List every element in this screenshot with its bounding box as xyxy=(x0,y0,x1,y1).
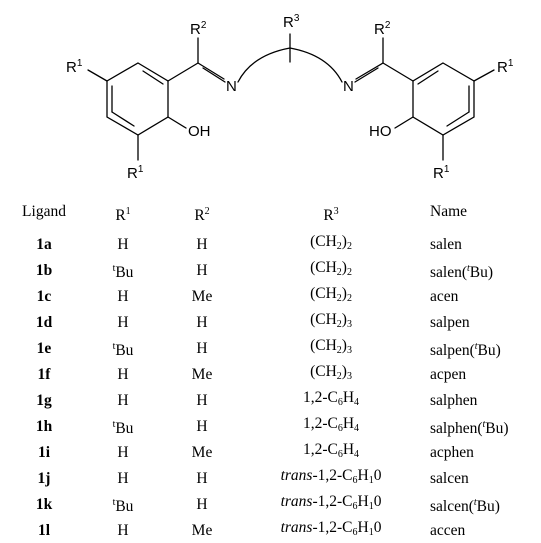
table-row: 1e tBu H (CH2)3 salpen(tBu) xyxy=(0,335,541,361)
r1-value: tBu xyxy=(112,262,134,281)
r1-value: tBu xyxy=(112,340,134,359)
ligand-name: salen(tBu) xyxy=(430,262,494,281)
table-row: 1b tBu H (CH2)2 salen(tBu) xyxy=(0,257,541,283)
label-n-right: N xyxy=(343,78,354,95)
ligand-id: 1j xyxy=(37,469,51,487)
r2-value: H xyxy=(196,391,208,409)
r3-value: trans-1,2-C6H10 xyxy=(280,519,382,538)
table-row: 1i H Me 1,2-C6H4 acphen xyxy=(0,439,541,465)
r1-value: H xyxy=(117,469,129,487)
r3-value: (CH2)3 xyxy=(310,311,352,330)
r1-value: H xyxy=(117,365,129,383)
label-n-left: N xyxy=(226,78,237,95)
r2-value: H xyxy=(196,469,208,487)
r1-value: H xyxy=(117,443,129,461)
r3-value: trans-1,2-C6H10 xyxy=(280,467,382,486)
header-r1: R1 xyxy=(115,206,131,224)
table-row: 1f H Me (CH2)3 acpen xyxy=(0,361,541,387)
r1-value: tBu xyxy=(112,418,134,437)
ligand-name: acen xyxy=(430,287,459,305)
ligand-name: salpen(tBu) xyxy=(430,340,501,359)
r2-value: Me xyxy=(191,521,213,539)
r3-value: 1,2-C6H4 xyxy=(302,441,360,460)
label-r3: R3 xyxy=(283,13,300,31)
header-r3: R3 xyxy=(323,206,339,224)
ligand-name: accen xyxy=(430,521,466,539)
table-row: 1l H Me trans-1,2-C6H10 accen xyxy=(0,517,541,543)
table-row: 1g H H 1,2-C6H4 salphen xyxy=(0,387,541,413)
ligand-name: salen xyxy=(430,235,462,253)
r3-value: trans-1,2-C6H10 xyxy=(280,493,382,512)
r1-value: H xyxy=(117,521,129,539)
label-r1-right-bottom: R1 xyxy=(433,164,450,182)
ligand-id: 1i xyxy=(37,443,51,461)
label-ho-right: HO xyxy=(369,123,392,140)
table-row: 1h tBu H 1,2-C6H4 salphen(tBu) xyxy=(0,413,541,439)
table-row: 1c H Me (CH2)2 acen xyxy=(0,283,541,309)
r2-value: Me xyxy=(191,365,213,383)
ligand-name: salcen xyxy=(430,469,469,487)
r1-value: H xyxy=(117,313,129,331)
r2-value: H xyxy=(196,495,208,513)
r2-value: H xyxy=(196,339,208,357)
r2-value: Me xyxy=(191,443,213,461)
r3-value: (CH2)3 xyxy=(310,337,352,356)
ligand-id: 1a xyxy=(36,235,52,253)
label-r1-left-bottom: R1 xyxy=(127,164,144,182)
ligand-name: acphen xyxy=(430,443,474,461)
ligand-id: 1h xyxy=(35,417,53,435)
r2-value: H xyxy=(196,261,208,279)
ligand-name: salphen xyxy=(430,391,478,409)
right-phenol-ring xyxy=(412,62,475,136)
ligand-id: 1e xyxy=(36,339,52,357)
ligand-id: 1d xyxy=(35,313,53,331)
ligand-id: 1g xyxy=(36,391,52,409)
r3-value: (CH2)3 xyxy=(310,363,352,382)
header-ligand: Ligand xyxy=(22,203,66,220)
label-r1-right-top: R1 xyxy=(497,58,514,76)
salen-structure-diagram: R1 R1 R2 R3 R2 R1 R1 N N OH HO xyxy=(66,13,514,182)
label-r2-right: R2 xyxy=(374,20,391,38)
left-phenol-ring xyxy=(106,62,169,136)
r2-value: H xyxy=(196,417,208,435)
ligand-id: 1c xyxy=(36,287,52,305)
r1-value: H xyxy=(117,287,129,305)
r3-value: (CH2)2 xyxy=(310,259,352,278)
label-r1-left-top: R1 xyxy=(66,58,83,76)
ligand-name: salpen xyxy=(430,313,470,331)
ligand-id: 1f xyxy=(37,365,51,383)
table-header-row: Ligand R1 R2 R3 Name xyxy=(0,201,541,231)
r3-value: (CH2)2 xyxy=(310,233,352,252)
r3-value: 1,2-C6H4 xyxy=(302,389,360,408)
table-row: 1a H H (CH2)2 salen xyxy=(0,231,541,257)
ligand-id: 1b xyxy=(35,261,53,279)
label-oh-left: OH xyxy=(188,123,211,140)
r3-value: (CH2)2 xyxy=(310,285,352,304)
r2-value: H xyxy=(196,313,208,331)
r1-value: tBu xyxy=(112,496,134,515)
ligand-name: salphen(tBu) xyxy=(430,418,509,437)
r1-value: H xyxy=(117,391,129,409)
r2-value: H xyxy=(196,235,208,253)
ligand-figure: R1 R1 R2 R3 R2 R1 R1 N N OH HO Ligand R1… xyxy=(22,13,514,539)
header-name: Name xyxy=(430,203,468,220)
ligand-id: 1k xyxy=(35,495,53,513)
header-r2: R2 xyxy=(194,206,210,224)
r1-value: H xyxy=(117,235,129,253)
table-row: 1d H H (CH2)3 salpen xyxy=(0,309,541,335)
ligand-name: acpen xyxy=(430,365,467,383)
ligand-id: 1l xyxy=(37,521,51,539)
label-r2-left: R2 xyxy=(190,20,207,38)
ligand-name: salcen(tBu) xyxy=(430,496,500,515)
r2-value: Me xyxy=(191,287,213,305)
r3-value: 1,2-C6H4 xyxy=(302,415,360,434)
